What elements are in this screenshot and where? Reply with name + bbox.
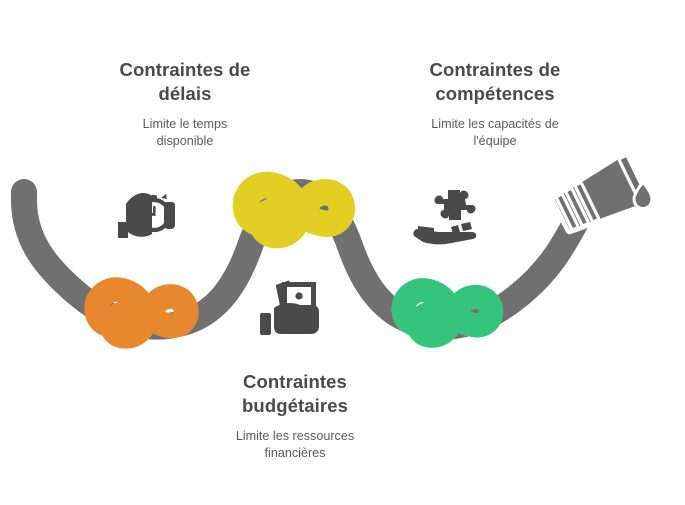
text-block-competences: Contraintes de compétences Limite les ca… [350, 58, 640, 150]
delais-title: Contraintes de délais [55, 58, 315, 107]
hose-nozzle [550, 149, 654, 235]
budget-title: Contraintes budgétaires [175, 370, 415, 419]
budget-title-line2: budgétaires [242, 395, 348, 417]
budget-subtitle-line2: financières [264, 445, 326, 460]
budget-title-line1: Contraintes [243, 371, 347, 392]
water-droplet [632, 179, 654, 211]
competences-subtitle: Limite les capacités de l'équipe [350, 107, 640, 150]
delais-subtitle: Limite le temps disponible [55, 107, 315, 150]
competences-title-line1: Contraintes de [429, 59, 561, 80]
delais-title-line2: délais [158, 83, 212, 105]
competences-title-line2: compétences [435, 83, 555, 105]
competences-subtitle-line1: Limite les capacités de [431, 116, 559, 131]
budget-subtitle: Limite les ressources financières [175, 419, 415, 462]
text-block-budget: Contraintes budgétaires Limite les resso… [175, 370, 415, 462]
budget-subtitle-line1: Limite les ressources [235, 428, 355, 443]
delais-subtitle-line2: disponible [156, 133, 214, 148]
knot-green [400, 275, 494, 343]
competences-title: Contraintes de compétences [350, 58, 640, 107]
competences-subtitle-line2: l'équipe [473, 133, 517, 148]
delais-title-line1: Contraintes de [119, 59, 251, 80]
delais-subtitle-line1: Limite le temps [142, 116, 228, 131]
knot-orange [93, 274, 190, 343]
text-block-delais: Contraintes de délais Limite le temps di… [55, 58, 315, 150]
